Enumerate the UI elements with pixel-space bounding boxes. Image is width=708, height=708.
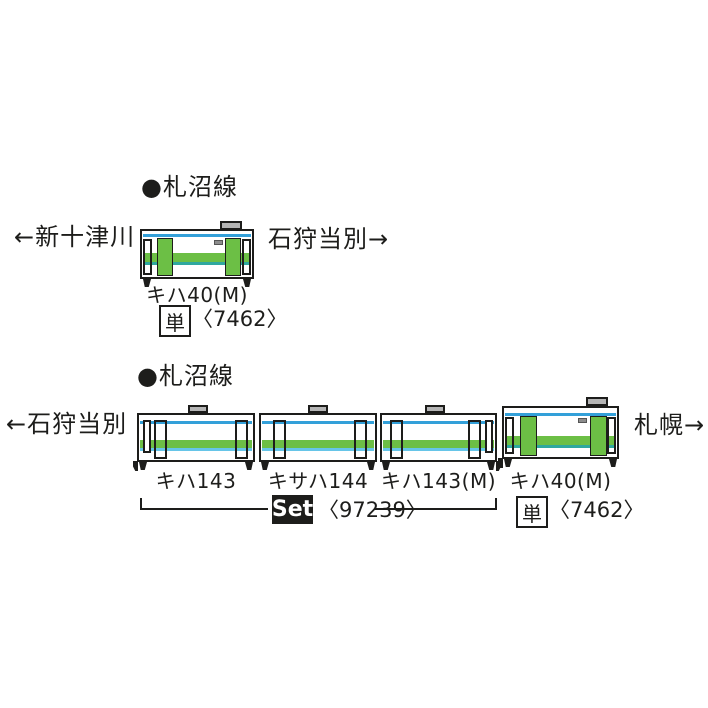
- car-drawing-kiha40-single: [140, 221, 254, 287]
- top-section-header: ●札沼線: [141, 173, 238, 201]
- top-car-label: キハ40(M): [146, 283, 248, 307]
- single-car-badge: 単: [516, 496, 548, 528]
- green-door: [590, 416, 607, 456]
- car-label-kiha40m: キハ40(M): [509, 469, 612, 493]
- car-drawing-kiha40: [502, 397, 619, 470]
- teal-stripe: [505, 445, 616, 448]
- door: [154, 420, 167, 459]
- car-body: [502, 406, 619, 459]
- car-label-kiha143: キハ143: [155, 469, 237, 493]
- roof-vent-icon: [188, 405, 208, 413]
- car-drawing-kisaha144: [259, 405, 377, 470]
- blue-stripe: [143, 234, 251, 237]
- door: [273, 420, 286, 459]
- door: [354, 420, 367, 459]
- car-drawing-kiha143m: [380, 405, 501, 471]
- green-band: [140, 440, 252, 448]
- top-left-terminus-label: ←新十津川: [14, 223, 136, 251]
- single-car-badge: 単: [159, 305, 191, 337]
- roof-vent-icon: [425, 405, 445, 413]
- blue-stripe: [383, 421, 494, 424]
- cyan-stripe: [383, 448, 494, 451]
- end-door: [505, 417, 514, 454]
- bottom-right-terminus-label: 札幌→: [634, 411, 706, 439]
- green-band: [383, 440, 494, 448]
- green-door: [520, 416, 537, 456]
- wheel-foot: [382, 462, 390, 470]
- car-label-kisaha144: キサハ144: [267, 469, 369, 493]
- door: [235, 420, 248, 459]
- car-body: [137, 413, 255, 462]
- green-band: [143, 253, 251, 262]
- roof-vent-icon: [308, 405, 328, 413]
- door: [468, 420, 481, 459]
- end-door: [143, 239, 152, 275]
- car-body: [259, 413, 377, 462]
- blue-stripe: [505, 413, 616, 416]
- end-door: [607, 417, 616, 454]
- set-bracket-right-tick: [495, 498, 497, 510]
- blue-stripe: [140, 421, 252, 424]
- set-product-number: 〈97239〉: [318, 498, 427, 522]
- bottom-section-header: ●札沼線: [137, 362, 234, 390]
- top-right-terminus-label: 石狩当別→: [268, 225, 390, 253]
- wheel-foot: [261, 462, 269, 470]
- car-body: [380, 413, 497, 462]
- wheel-foot: [504, 459, 512, 467]
- cyan-stripe: [262, 448, 374, 451]
- door: [390, 420, 403, 459]
- cab-window: [143, 420, 151, 453]
- wheel-foot: [139, 462, 147, 470]
- end-door: [242, 239, 251, 275]
- green-door: [225, 238, 241, 276]
- wheel-foot: [609, 459, 617, 467]
- wheel-foot: [367, 462, 375, 470]
- top-product-number: 〈7462〉: [192, 307, 288, 331]
- destination-sign: [214, 240, 223, 245]
- set-bracket-right-line: [374, 508, 497, 510]
- bottom-left-terminus-label: ←石狩当別: [6, 410, 128, 438]
- teal-stripe: [143, 262, 251, 265]
- green-band: [505, 436, 616, 445]
- wheel-foot: [143, 279, 151, 287]
- wheel-foot: [245, 462, 253, 470]
- car-drawing-kiha143: [137, 405, 255, 470]
- destination-sign: [578, 418, 587, 423]
- bottom-single-product-number: 〈7462〉: [549, 498, 645, 522]
- blue-stripe: [262, 421, 374, 424]
- cab-window: [485, 420, 493, 453]
- car-label-kiha143m: キハ143(M): [380, 469, 497, 493]
- green-door: [157, 238, 173, 276]
- car-body: [140, 229, 254, 279]
- set-bracket-left-tick: [140, 498, 142, 510]
- set-bracket-left-line: [140, 508, 268, 510]
- set-badge: Set: [271, 495, 314, 524]
- rear-coupler: [496, 461, 501, 471]
- green-band: [262, 440, 374, 448]
- cyan-stripe: [140, 448, 252, 451]
- roof-vent-icon: [586, 397, 608, 406]
